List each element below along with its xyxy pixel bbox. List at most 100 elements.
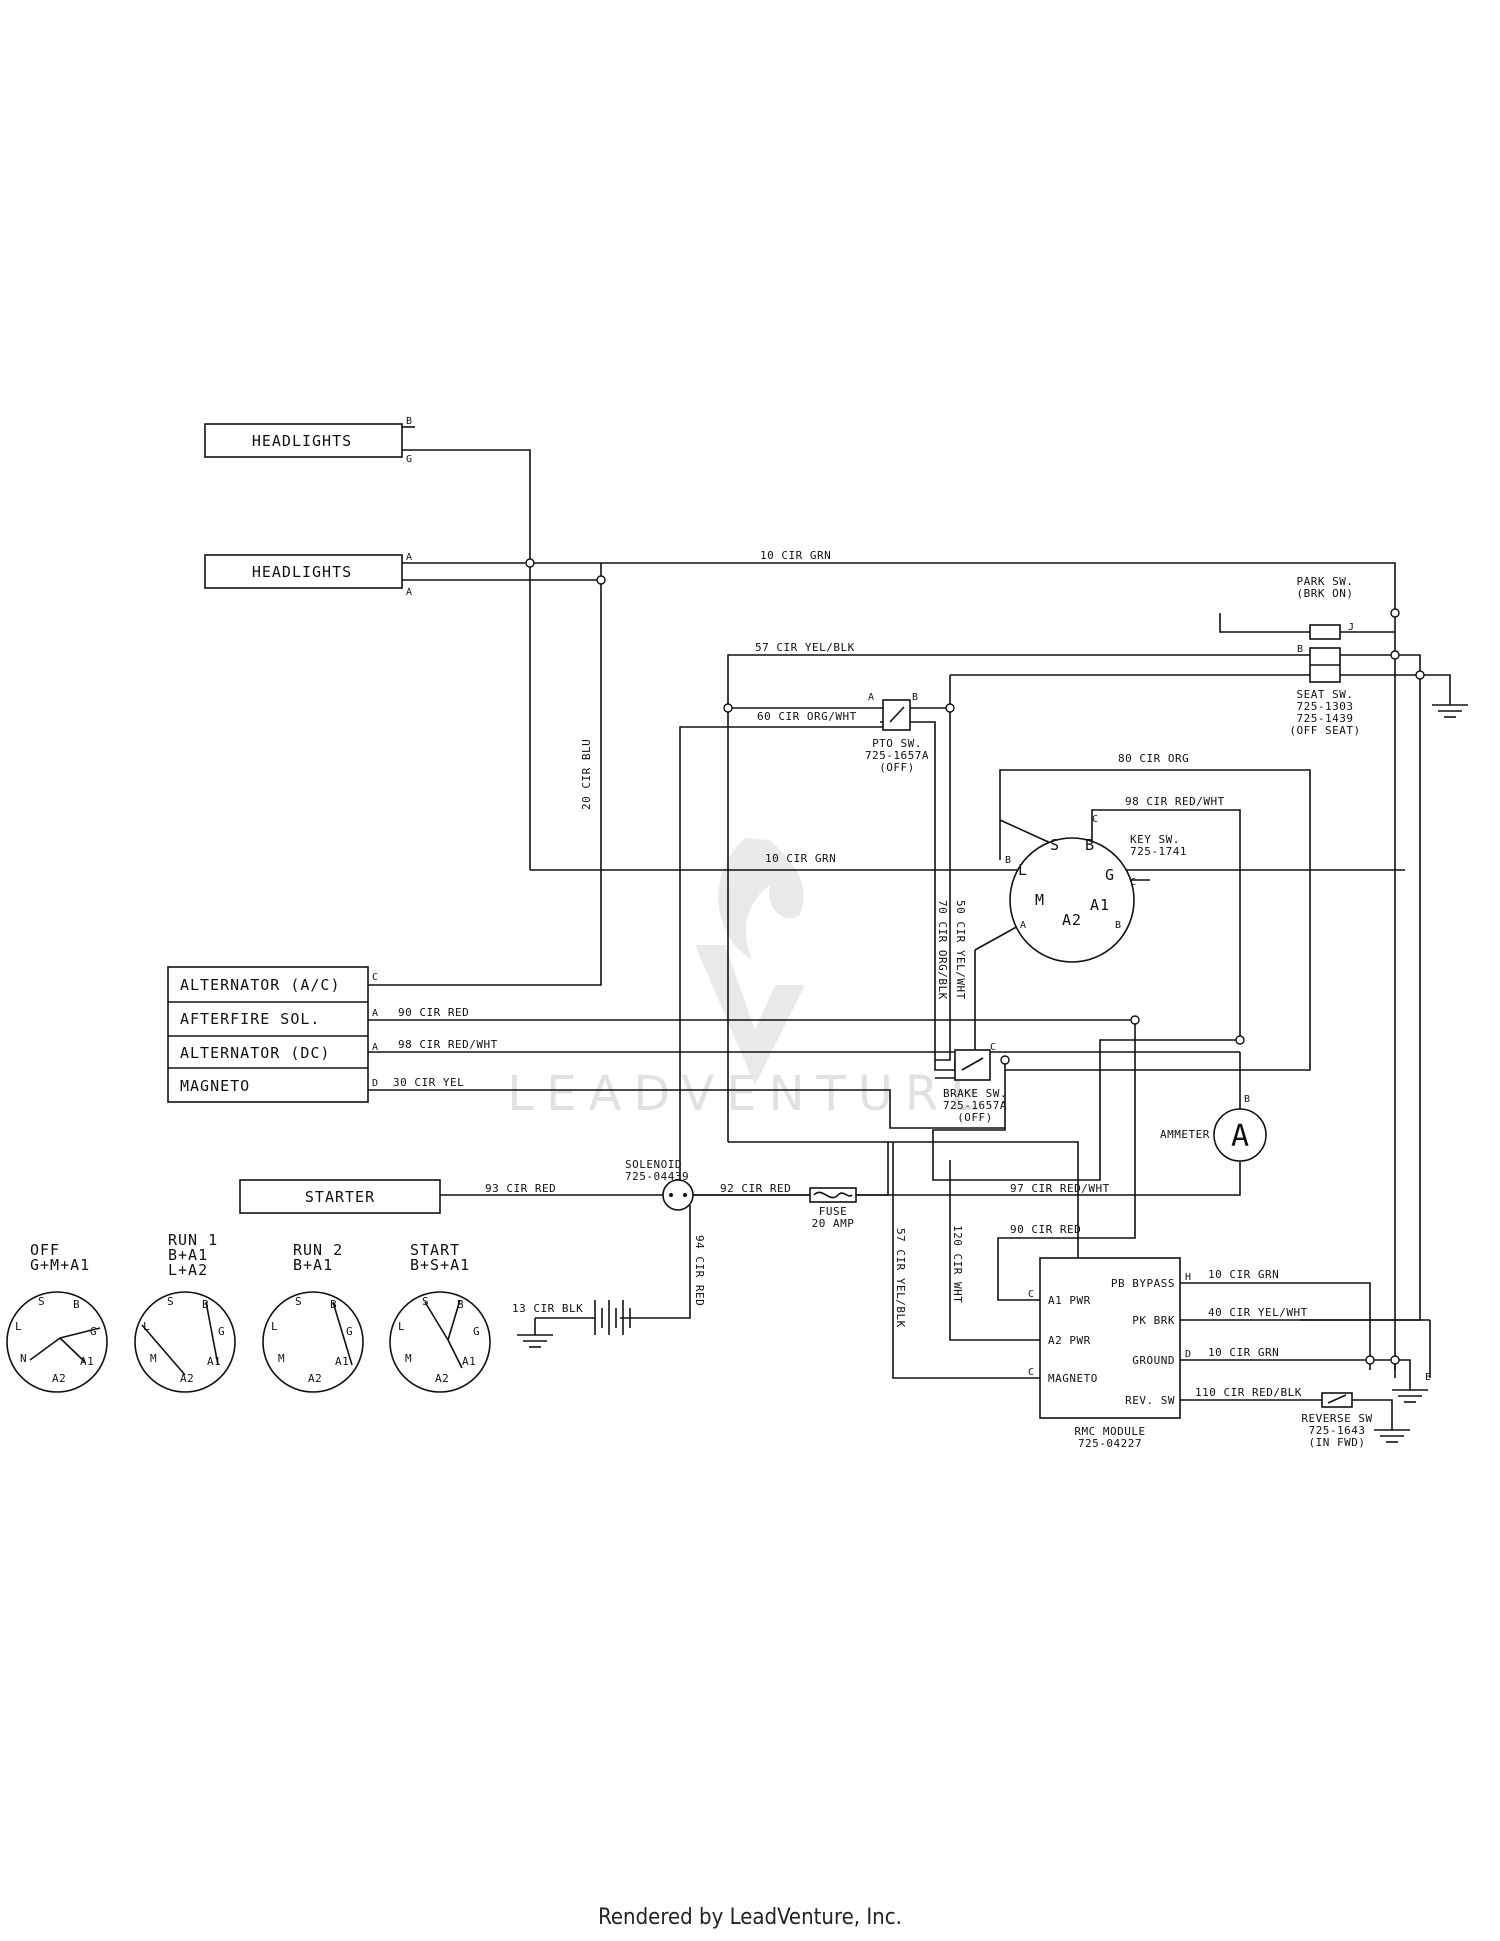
key-switch: S B L G M A1 A2 C B C A B KEY SW. 725-17…: [1005, 814, 1187, 963]
svg-text:B: B: [202, 1298, 209, 1311]
svg-text:10 CIR GRN: 10 CIR GRN: [765, 852, 836, 865]
svg-text:PARK SW.: PARK SW.: [1297, 575, 1354, 588]
svg-text:GROUND: GROUND: [1132, 1354, 1175, 1367]
svg-text:A2: A2: [308, 1372, 322, 1385]
svg-text:N: N: [20, 1352, 27, 1365]
svg-text:G: G: [346, 1325, 353, 1338]
svg-text:G+M+A1: G+M+A1: [30, 1256, 90, 1274]
svg-text:B: B: [1115, 920, 1121, 931]
headlights-1: HEADLIGHTS B G: [204, 416, 412, 465]
svg-text:S: S: [295, 1295, 302, 1308]
svg-text:A: A: [406, 587, 412, 598]
dial-off: OFF G+M+A1 S B L G N A1 A2: [6, 1241, 108, 1393]
svg-text:40 CIR YEL/WHT: 40 CIR YEL/WHT: [1208, 1306, 1308, 1319]
svg-text:G: G: [1105, 866, 1115, 884]
svg-text:B: B: [912, 692, 918, 703]
svg-text:B+A1: B+A1: [293, 1256, 333, 1274]
svg-text:L+A2: L+A2: [168, 1261, 208, 1279]
svg-text:60 CIR ORG/WHT: 60 CIR ORG/WHT: [757, 710, 857, 723]
pto-switch: A B PTO SW. 725-1657A (OFF): [865, 692, 929, 774]
svg-text:C: C: [1028, 1289, 1034, 1300]
svg-text:57 CIR YEL/BLK: 57 CIR YEL/BLK: [755, 641, 855, 654]
svg-text:G: G: [90, 1325, 97, 1338]
svg-text:L: L: [271, 1320, 278, 1333]
ammeter-symbol: A: [1231, 1119, 1249, 1154]
svg-text:10 CIR GRN: 10 CIR GRN: [1208, 1346, 1279, 1359]
svg-text:PK BRK: PK BRK: [1132, 1314, 1175, 1327]
svg-text:C: C: [1130, 877, 1136, 888]
svg-text:B+S+A1: B+S+A1: [410, 1256, 470, 1274]
svg-text:S: S: [422, 1295, 429, 1308]
svg-text:L: L: [15, 1320, 22, 1333]
svg-text:FUSE: FUSE: [819, 1205, 848, 1218]
svg-text:725-1657A: 725-1657A: [865, 749, 929, 762]
svg-text:20 CIR BLU: 20 CIR BLU: [580, 739, 593, 810]
svg-text:SEAT SW.: SEAT SW.: [1297, 688, 1354, 701]
watermark-text: LEADVENTURE: [507, 1066, 992, 1122]
svg-text:RUN 2: RUN 2: [293, 1241, 343, 1259]
svg-text:90 CIR RED: 90 CIR RED: [1010, 1223, 1081, 1236]
rmc-module: A1 PWR A2 PWR MAGNETO PB BYPASS PK BRK G…: [1028, 1257, 1191, 1450]
svg-text:(OFF): (OFF): [957, 1111, 993, 1124]
solenoid: SOLENOID 725-04439: [625, 1158, 694, 1211]
svg-text:J: J: [1348, 622, 1354, 633]
headlights-2-label: HEADLIGHTS: [252, 563, 352, 581]
svg-text:A: A: [868, 692, 874, 703]
svg-text:(IN FWD): (IN FWD): [1309, 1436, 1366, 1449]
svg-text:93 CIR RED: 93 CIR RED: [485, 1182, 556, 1195]
wire-labels: 10 CIR GRN 57 CIR YEL/BLK 60 CIR ORG/WHT…: [393, 549, 1308, 1399]
svg-text:E: E: [1425, 1372, 1431, 1383]
dial-run-2: RUN 2 B+A1 S B L G M A1 A2: [262, 1241, 364, 1393]
ground-symbol-e: E: [1392, 1372, 1431, 1403]
svg-text:PB BYPASS: PB BYPASS: [1111, 1277, 1175, 1290]
headlights-1-label: HEADLIGHTS: [252, 432, 352, 450]
svg-text:110 CIR RED/BLK: 110 CIR RED/BLK: [1195, 1386, 1302, 1399]
svg-text:KEY SW.: KEY SW.: [1130, 833, 1180, 846]
alternator-dc-label: ALTERNATOR (DC): [180, 1044, 330, 1062]
starter-label: STARTER: [305, 1188, 375, 1206]
svg-text:725-1657A: 725-1657A: [943, 1099, 1007, 1112]
svg-text:SOLENOID: SOLENOID: [625, 1158, 682, 1171]
seat-switch: B SEAT SW. 725-1303 725-1439 (OFF SEAT): [1289, 644, 1360, 737]
svg-text:(BRK ON): (BRK ON): [1297, 587, 1354, 600]
brake-switch: C BRAKE SW. 725-1657A (OFF): [943, 1042, 1007, 1124]
svg-text:725-1741: 725-1741: [1130, 845, 1187, 858]
svg-text:M: M: [150, 1352, 157, 1365]
afterfire-sol-label: AFTERFIRE SOL.: [180, 1010, 320, 1028]
svg-text:OFF: OFF: [30, 1241, 60, 1259]
svg-text:725-04227: 725-04227: [1078, 1437, 1142, 1450]
park-switch: PARK SW. (BRK ON) J: [1297, 575, 1354, 640]
svg-text:10 CIR GRN: 10 CIR GRN: [1208, 1268, 1279, 1281]
svg-text:50 CIR YEL/WHT: 50 CIR YEL/WHT: [954, 900, 967, 1000]
svg-text:A1 PWR: A1 PWR: [1048, 1294, 1091, 1307]
svg-text:94 CIR RED: 94 CIR RED: [693, 1235, 706, 1306]
svg-text:20 AMP: 20 AMP: [812, 1217, 855, 1230]
svg-text:B+A1: B+A1: [168, 1246, 208, 1264]
svg-text:PTO SW.: PTO SW.: [872, 737, 922, 750]
svg-text:(OFF): (OFF): [879, 761, 915, 774]
svg-text:10 CIR GRN: 10 CIR GRN: [760, 549, 831, 562]
key-position-dials: OFF G+M+A1 S B L G N A1 A2 RUN 1 B+A1 L+…: [6, 1231, 491, 1393]
starter: STARTER: [239, 1179, 441, 1214]
watermark: LEADVENTURE: [507, 838, 992, 1122]
svg-text:92 CIR RED: 92 CIR RED: [720, 1182, 791, 1195]
svg-text:120 CIR WHT: 120 CIR WHT: [951, 1225, 964, 1303]
svg-text:D: D: [372, 1078, 378, 1089]
svg-text:REV. SW: REV. SW: [1125, 1394, 1175, 1407]
svg-text:(OFF SEAT): (OFF SEAT): [1289, 724, 1360, 737]
svg-text:A1: A1: [207, 1355, 221, 1368]
svg-text:M: M: [278, 1352, 285, 1365]
svg-text:REVERSE SW: REVERSE SW: [1301, 1412, 1372, 1425]
svg-text:S: S: [1050, 836, 1060, 854]
svg-text:C: C: [372, 972, 378, 983]
svg-text:A2 PWR: A2 PWR: [1048, 1334, 1091, 1347]
alternator-stack: ALTERNATOR (A/C) AFTERFIRE SOL. ALTERNAT…: [167, 966, 378, 1103]
svg-text:A: A: [406, 552, 412, 563]
svg-text:G: G: [473, 1325, 480, 1338]
svg-text:L: L: [398, 1320, 405, 1333]
svg-text:A2: A2: [435, 1372, 449, 1385]
svg-text:RUN 1: RUN 1: [168, 1231, 218, 1249]
footer-credit: Rendered by LeadVenture, Inc.: [598, 1905, 902, 1930]
svg-text:B: B: [1297, 644, 1303, 655]
